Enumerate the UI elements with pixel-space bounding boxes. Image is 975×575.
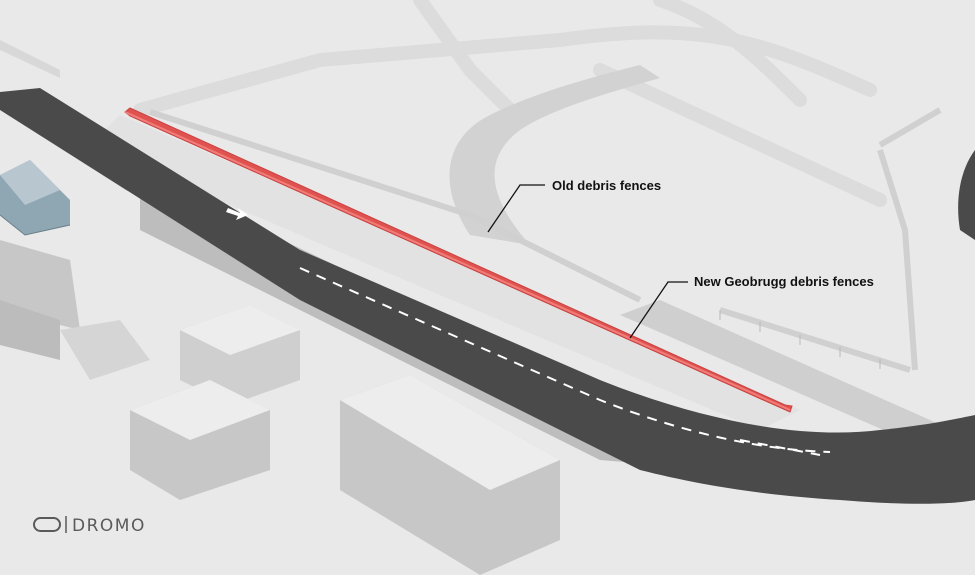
- direction-arrow-icon: [226, 208, 248, 220]
- barrier-strip: [620, 300, 975, 470]
- building-roofs: [130, 305, 560, 490]
- track-kerb-lower: [739, 439, 821, 456]
- new-fences-leader-line: [629, 281, 688, 339]
- slip-road: [449, 65, 660, 245]
- new-fences-label: New Geobrugg debris fences: [694, 274, 874, 289]
- old-fence-posts: [719, 310, 881, 369]
- bridge: [0, 40, 60, 78]
- main-track: [0, 88, 975, 504]
- old-debris-fences: [149, 107, 942, 373]
- dromo-wordmark: DROMO: [72, 516, 146, 536]
- dromo-logo: DROMO: [33, 516, 146, 536]
- old-fences-leader-line: [487, 184, 545, 233]
- background-roads: [133, 0, 887, 207]
- glass-building: [0, 160, 71, 236]
- new-geobrugg-fence-top: [124, 111, 791, 411]
- paddock-surface: [90, 115, 800, 430]
- track-kerb: [299, 267, 831, 453]
- right-curve-track: [958, 150, 975, 240]
- old-fences-label: Old debris fences: [552, 178, 661, 193]
- dromo-logo-icon: [33, 517, 61, 532]
